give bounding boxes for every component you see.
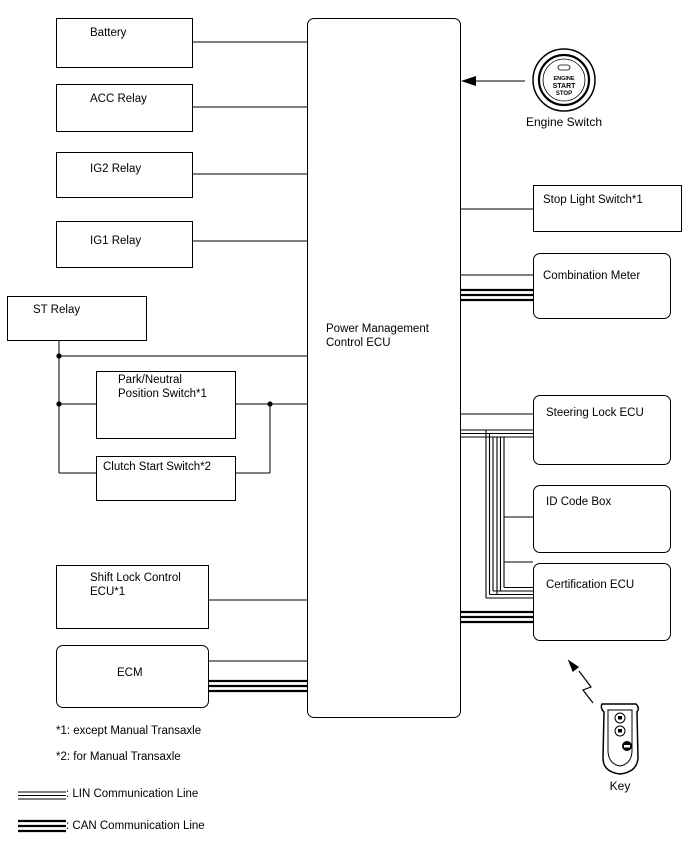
ig1-relay-label: IG1 Relay xyxy=(90,235,142,247)
engine-switch-text-1: ENGINE xyxy=(553,76,574,82)
legend-lin-symbol xyxy=(18,791,66,800)
footnote-2: *2: for Manual Transaxle xyxy=(56,751,181,763)
certification-ecu-label: Certification ECU xyxy=(546,579,635,591)
park-neutral-switch-box: Park/Neutral Position Switch*1 xyxy=(96,371,236,439)
acc-relay-label: ACC Relay xyxy=(90,93,147,105)
battery-box: Battery xyxy=(56,18,193,68)
st-relay-box: ST Relay xyxy=(7,296,147,341)
stop-light-switch-box: Stop Light Switch*1 xyxy=(533,185,682,232)
steering-lock-ecu-box: Steering Lock ECU xyxy=(533,395,671,465)
engine-switch-caption: Engine Switch xyxy=(525,115,603,129)
engine-switch-arrow xyxy=(461,76,525,86)
clutch-start-switch-label: Clutch Start Switch*2 xyxy=(103,461,212,473)
steering-lock-ecu-label: Steering Lock ECU xyxy=(546,407,644,419)
engine-switch-text-2: START xyxy=(553,83,577,90)
engine-switch-text-3: STOP xyxy=(556,91,572,97)
combination-meter-box: Combination Meter xyxy=(533,253,671,319)
stop-light-switch-label: Stop Light Switch*1 xyxy=(543,194,643,206)
ig1-relay-box: IG1 Relay xyxy=(56,221,193,268)
legend-lin-label: : LIN Communication Line xyxy=(66,788,199,800)
footnote-1: *1: except Manual Transaxle xyxy=(56,725,202,737)
ecm-label: ECM xyxy=(117,667,143,679)
shift-lock-ecu-box: Shift Lock Control ECU*1 xyxy=(56,565,209,629)
key-caption: Key xyxy=(609,779,631,793)
engine-switch-icon: ENGINE START STOP xyxy=(532,48,596,112)
junction-dot xyxy=(267,401,273,407)
junction-dot xyxy=(56,401,62,407)
ecm-box: ECM xyxy=(56,645,209,708)
certification-ecu-box: Certification ECU xyxy=(533,563,671,641)
shift-lock-ecu-label: Shift Lock Control ECU*1 xyxy=(90,572,181,598)
clutch-start-switch-box: Clutch Start Switch*2 xyxy=(96,456,236,501)
junction-dot xyxy=(56,353,62,359)
power-management-ecu-box: Power Management Control ECU xyxy=(307,18,461,718)
can-bus-combination-meter xyxy=(461,288,533,302)
ig2-relay-label: IG2 Relay xyxy=(90,163,142,175)
legend-can-label: : CAN Communication Line xyxy=(66,820,205,832)
id-code-box: ID Code Box xyxy=(533,485,671,553)
id-code-box-label: ID Code Box xyxy=(546,496,612,508)
wireless-signal-icon xyxy=(567,659,594,704)
ig2-relay-box: IG2 Relay xyxy=(56,152,193,198)
park-neutral-switch-label: Park/Neutral Position Switch*1 xyxy=(118,374,207,400)
can-bus-certification-ecu xyxy=(461,610,533,624)
smart-key-icon xyxy=(600,703,640,775)
power-management-ecu-label: Power Management Control ECU xyxy=(326,323,429,349)
st-relay-label: ST Relay xyxy=(33,304,81,316)
combination-meter-label: Combination Meter xyxy=(543,270,641,282)
can-bus-ecm xyxy=(209,679,307,693)
legend-can-symbol xyxy=(18,819,66,833)
battery-label: Battery xyxy=(90,27,127,39)
lin-bus-network xyxy=(461,429,533,599)
acc-relay-box: ACC Relay xyxy=(56,84,193,132)
